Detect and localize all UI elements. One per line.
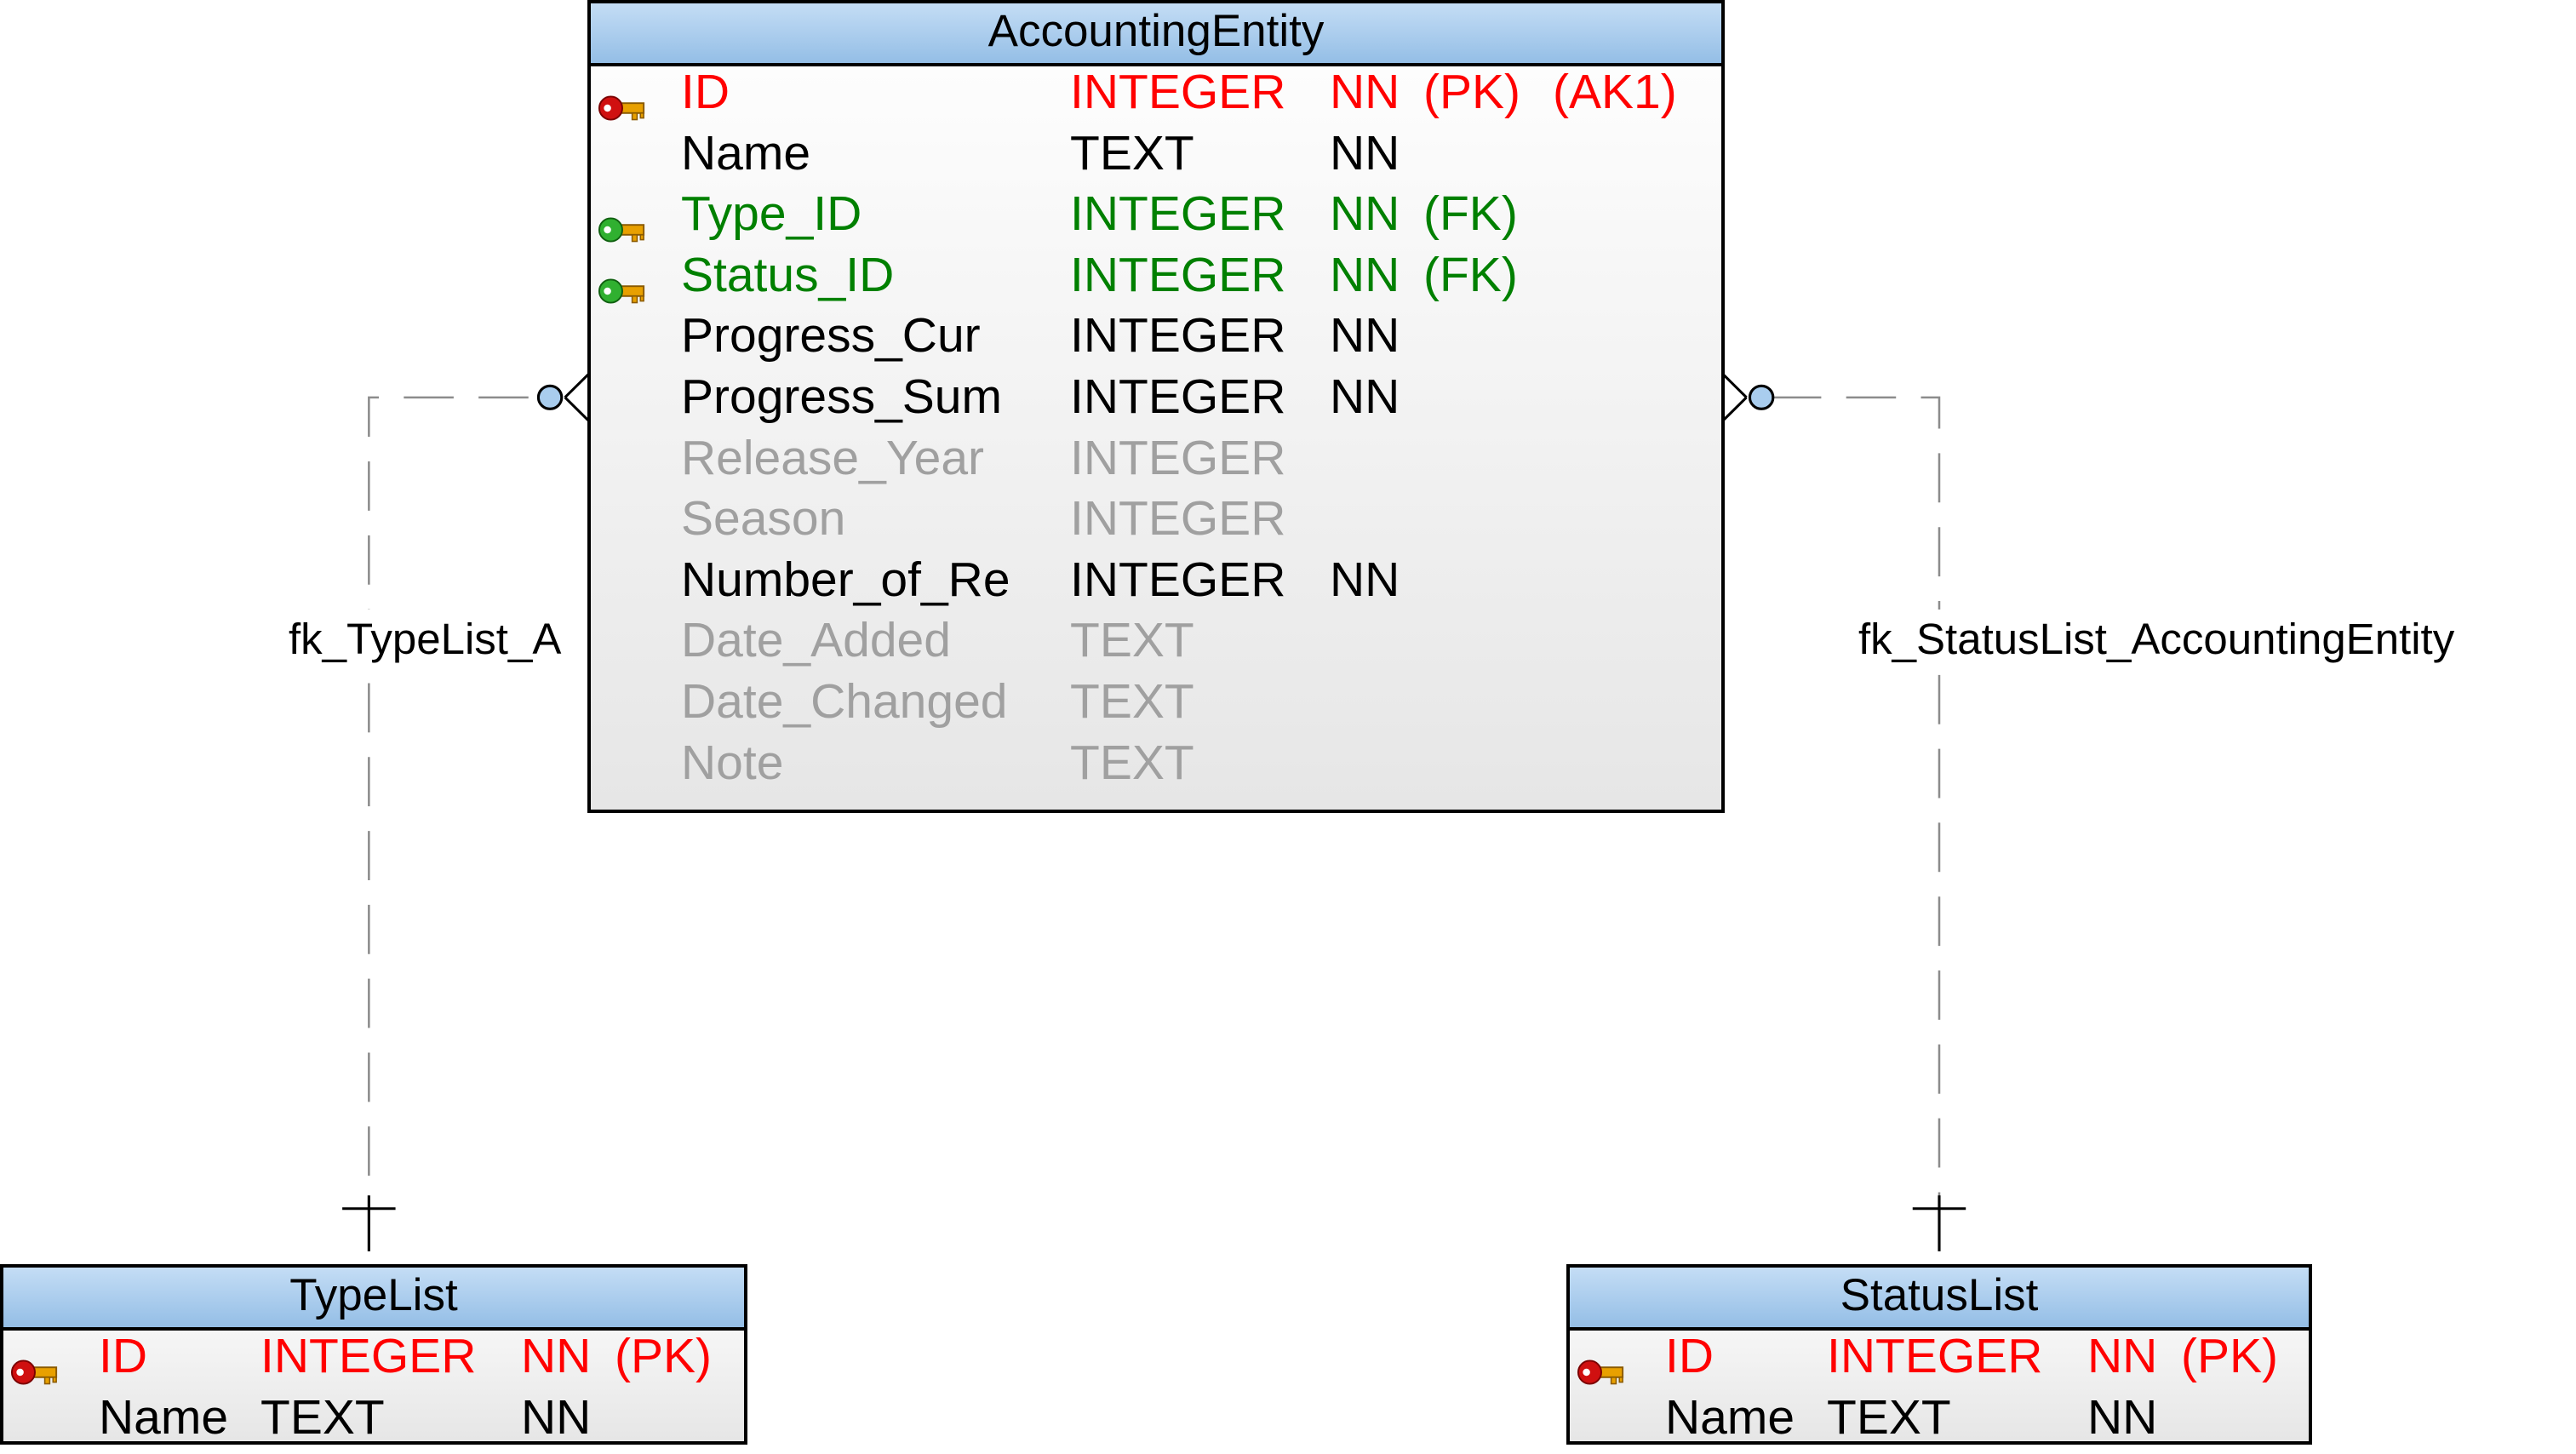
- table-name: TypeList: [289, 1270, 458, 1320]
- table-title: TypeList: [3, 1268, 744, 1331]
- column-name: Date_Added: [681, 613, 951, 668]
- column-type: TEXT: [1070, 125, 1194, 180]
- table-row[interactable]: Date_Added TEXT: [591, 616, 1721, 678]
- many-marker-status: [1722, 373, 1775, 421]
- column-name: Date_Changed: [681, 674, 1008, 729]
- table-row[interactable]: ID INTEGER NN (PK): [1570, 1332, 2309, 1394]
- table-row[interactable]: ID INTEGER NN (PK): [3, 1332, 744, 1394]
- column-type: INTEGER: [1070, 308, 1286, 364]
- column-name: Status_ID: [681, 247, 895, 302]
- table-accountingentity[interactable]: AccountingEntity ID INTEGER NN (PK) (AK1) Nam…: [587, 0, 1725, 813]
- table-typelist[interactable]: TypeList ID INTEGER NN (PK) Name TEXT NN: [0, 1264, 747, 1445]
- column-type: INTEGER: [1070, 65, 1286, 119]
- table-row[interactable]: Number_of_Re INTEGER NN: [591, 552, 1721, 617]
- primary-key-icon: [598, 83, 647, 121]
- column-nullability: NN: [2087, 1389, 2158, 1445]
- column-type: INTEGER: [1070, 552, 1286, 607]
- column-type: TEXT: [1827, 1389, 1951, 1445]
- foreign-key-icon: [598, 266, 647, 304]
- column-nullability: NN: [1330, 369, 1400, 424]
- relationship-type-line[interactable]: [368, 396, 529, 1212]
- table-row[interactable]: ID INTEGER NN (PK) (AK1): [591, 68, 1721, 129]
- table-title: StatusList: [1570, 1268, 2309, 1331]
- column-type: TEXT: [1070, 613, 1194, 668]
- column-name: Name: [1665, 1389, 1795, 1445]
- column-name: Name: [99, 1389, 229, 1445]
- primary-key-icon: [10, 1348, 60, 1385]
- column-nullability: NN: [1330, 65, 1400, 119]
- column-type: INTEGER: [1070, 491, 1286, 547]
- column-name: ID: [99, 1329, 147, 1383]
- table-name: AccountingEntity: [987, 6, 1325, 56]
- column-type: INTEGER: [1070, 247, 1286, 302]
- column-name: Type_ID: [681, 186, 862, 242]
- table-title: AccountingEntity: [591, 3, 1721, 66]
- relationship-label-status: fk_StatusList_AccountingEntity: [1858, 615, 2455, 663]
- column-type: INTEGER: [1070, 369, 1286, 424]
- column-key: (AK1): [1553, 65, 1677, 119]
- column-name: Progress_Sum: [681, 369, 1002, 424]
- column-type: INTEGER: [1070, 430, 1286, 485]
- column-key: (PK): [2181, 1329, 2278, 1383]
- column-key: (PK): [615, 1329, 712, 1383]
- one-marker-typelist: [342, 1195, 396, 1251]
- relationship-status-line[interactable]: [1771, 396, 1941, 1212]
- column-name: Season: [681, 491, 846, 547]
- column-key: (FK): [1423, 247, 1518, 302]
- column-nullability: NN: [521, 1329, 592, 1383]
- column-nullability: NN: [1330, 186, 1400, 242]
- column-name: ID: [681, 65, 730, 119]
- primary-key-icon: [1577, 1348, 1626, 1385]
- many-marker-type: [536, 373, 590, 421]
- column-name: ID: [1665, 1329, 1714, 1383]
- column-nullability: NN: [1330, 125, 1400, 180]
- column-name: Note: [681, 735, 784, 790]
- column-nullability: NN: [521, 1389, 592, 1445]
- column-type: TEXT: [260, 1389, 385, 1445]
- table-name: StatusList: [1840, 1270, 2039, 1320]
- table-row[interactable]: Name TEXT NN: [1570, 1389, 2309, 1454]
- column-type: INTEGER: [260, 1329, 477, 1383]
- column-key: (PK): [1423, 65, 1520, 119]
- foreign-key-icon: [598, 205, 647, 243]
- column-type: TEXT: [1070, 674, 1194, 729]
- column-name: Name: [681, 125, 811, 180]
- table-row[interactable]: Release_Year INTEGER: [591, 430, 1721, 495]
- column-key: (FK): [1423, 186, 1518, 242]
- table-row[interactable]: Name TEXT NN: [3, 1389, 744, 1454]
- column-name: Release_Year: [681, 430, 984, 485]
- table-statuslist[interactable]: StatusList ID INTEGER NN (PK) Name TEXT NN: [1566, 1264, 2312, 1445]
- column-nullability: NN: [1330, 308, 1400, 364]
- column-type: INTEGER: [1070, 186, 1286, 242]
- column-nullability: NN: [2087, 1329, 2158, 1383]
- column-nullability: NN: [1330, 552, 1400, 607]
- table-row[interactable]: Status_ID INTEGER NN (FK): [591, 247, 1721, 312]
- column-name: Number_of_Re: [681, 552, 1010, 607]
- table-row[interactable]: Note TEXT: [591, 735, 1721, 800]
- column-name: Progress_Cur: [681, 308, 981, 364]
- relationship-label-type: fk_TypeList_A: [289, 615, 562, 663]
- column-type: INTEGER: [1827, 1329, 2043, 1383]
- column-type: TEXT: [1070, 735, 1194, 790]
- one-marker-statuslist: [1912, 1195, 1966, 1251]
- column-nullability: NN: [1330, 247, 1400, 302]
